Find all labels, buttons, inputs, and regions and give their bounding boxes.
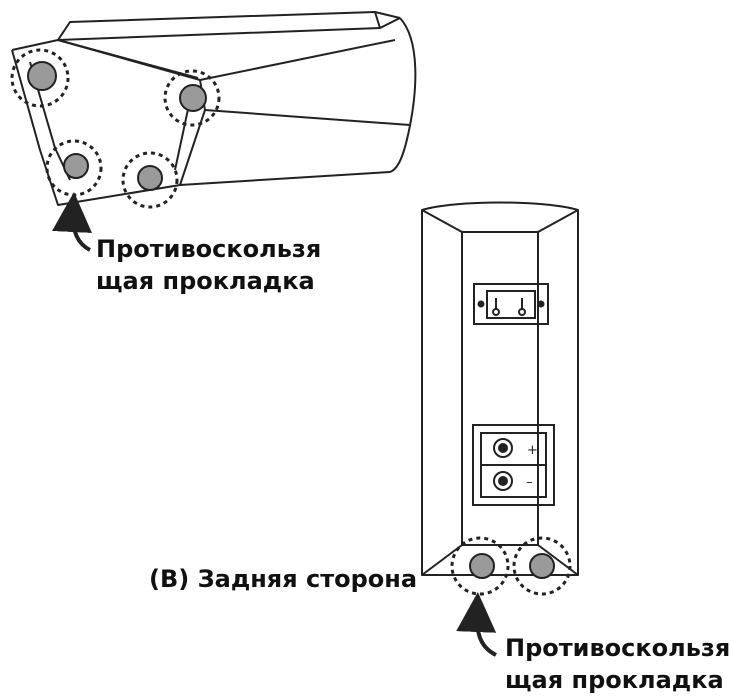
binding-post-icon: [493, 438, 513, 491]
rear-side-label: (B) Задняя сторона: [149, 565, 418, 593]
antislip-pad-a2: [163, 69, 221, 127]
label-line: Противоскользя: [505, 634, 731, 662]
antislip-pad-label-rear: Противоскользя щая прокладка: [505, 632, 730, 696]
label-line: щая прокладка: [505, 666, 724, 694]
speaker-terminal-panel: + –: [472, 424, 555, 506]
antislip-pad-b2: [512, 536, 572, 596]
antislip-pad-label-front: Противоскользя щая прокладка: [96, 233, 321, 297]
curved-arrow-up-icon: [456, 592, 497, 657]
antislip-pad-a1: [10, 48, 70, 108]
svg-text:–: –: [526, 475, 533, 490]
label-line: Противоскользя: [96, 235, 322, 263]
curved-arrow-up-icon: [52, 192, 92, 252]
svg-text:+: +: [527, 443, 538, 458]
keyhole-bracket-icon: [473, 283, 549, 325]
antislip-pad-a4: [121, 151, 179, 209]
label-line: щая прокладка: [96, 267, 315, 295]
speaker-rear-view: [421, 201, 579, 576]
antislip-pad-b1: [450, 536, 510, 596]
antislip-pad-a3: [45, 139, 103, 197]
